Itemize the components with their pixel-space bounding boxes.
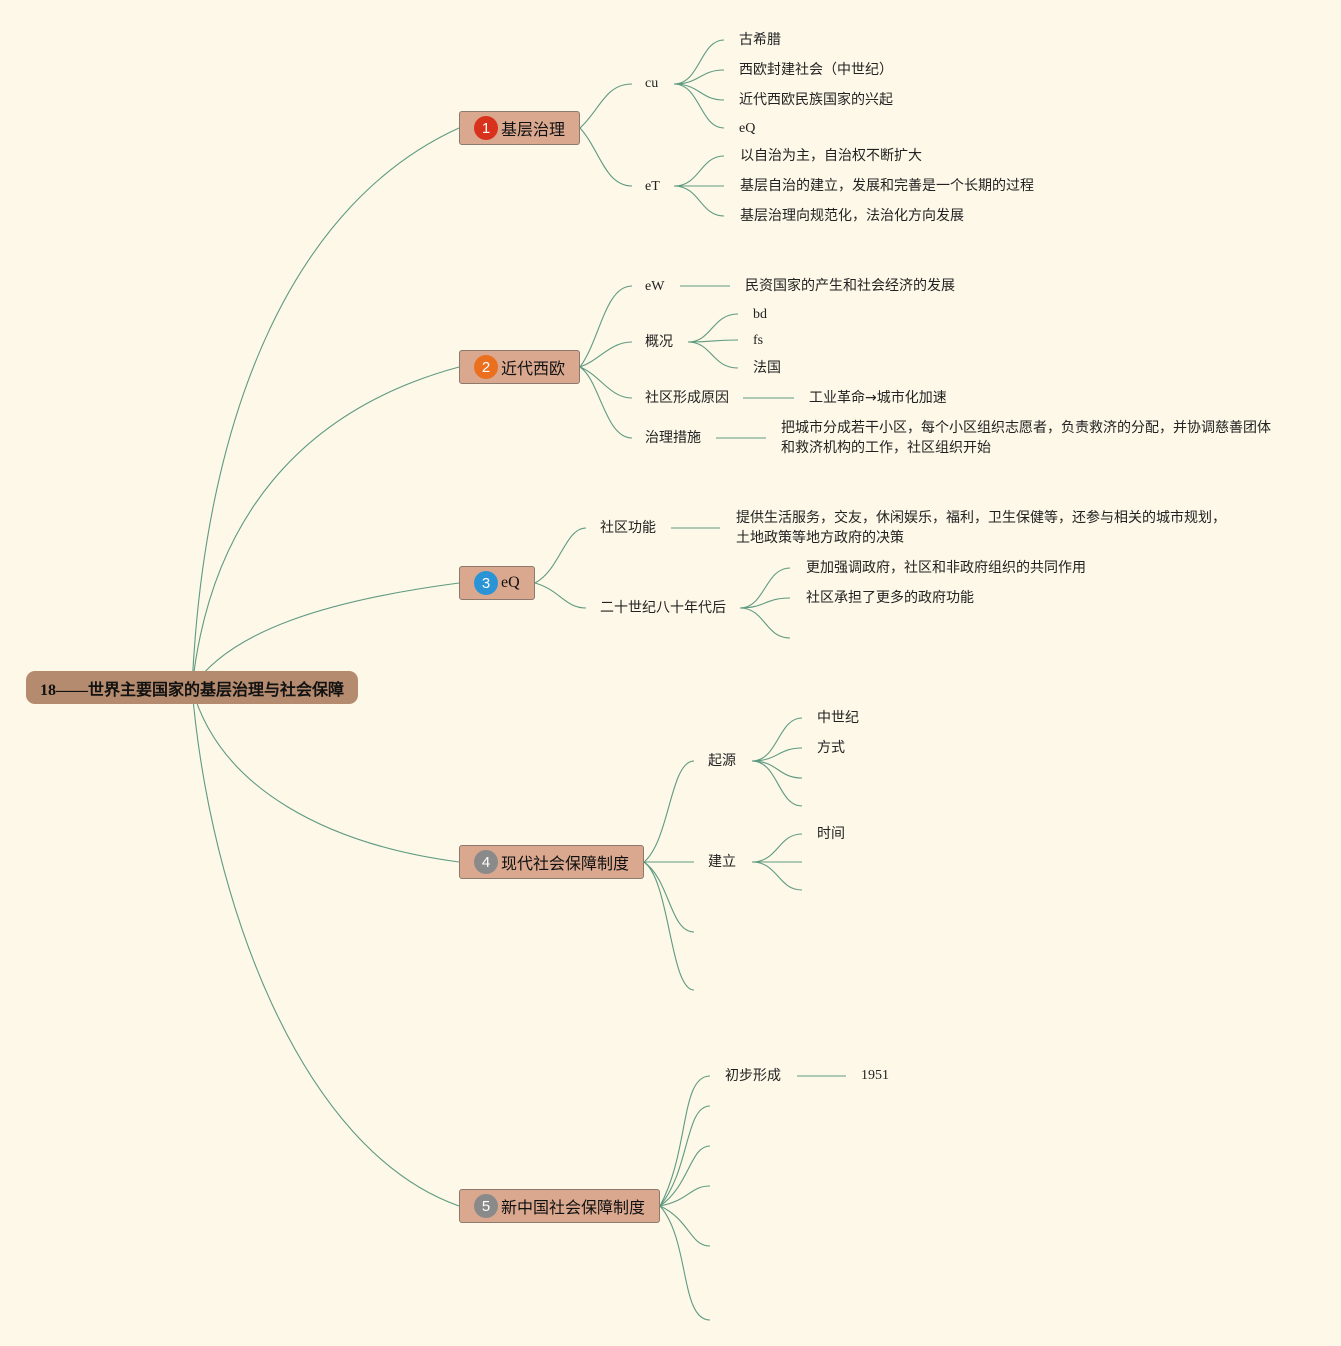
leaf-topic[interactable]: 以自治为主，自治权不断扩大	[740, 148, 922, 164]
subtopic-label[interactable]: 社区功能	[600, 520, 656, 536]
subtopic-label[interactable]: eT	[645, 179, 660, 194]
topic-title: 现代社会保障制度	[501, 854, 630, 873]
leaf-topic[interactable]: 民资国家的产生和社会经济的发展	[745, 278, 955, 294]
leaf-topic[interactable]: 近代西欧民族国家的兴起	[739, 92, 893, 108]
subtopic-label[interactable]: 概况	[645, 334, 673, 350]
subtopic-label[interactable]: eW	[645, 279, 665, 294]
leaf-topic[interactable]: 法国	[753, 360, 781, 376]
topic-modern-western-europe[interactable]: 2 近代西欧	[459, 350, 580, 384]
topic-modern-social-security[interactable]: 4 现代社会保障制度	[459, 845, 644, 879]
topic-title: 新中国社会保障制度	[501, 1198, 646, 1217]
topic-title: eQ	[501, 574, 520, 591]
leaf-topic[interactable]: fs	[753, 333, 764, 348]
priority-5-icon: 5	[474, 1194, 498, 1218]
leaf-topic[interactable]: 方式	[817, 740, 845, 756]
leaf-topic[interactable]: 基层治理向规范化，法治化方向发展	[740, 208, 964, 224]
root-title: 18——世界主要国家的基层治理与社会保障	[39, 681, 344, 699]
leaf-topic-line-1[interactable]: 把城市分成若干小区，每个小区组织志愿者，负责救济的分配，并协调慈善团体	[781, 420, 1271, 436]
priority-3-icon: 3	[474, 571, 498, 595]
subtopic-label[interactable]: cu	[645, 76, 659, 91]
leaf-topic[interactable]: 1951	[861, 1068, 889, 1083]
topic-title: 近代西欧	[501, 359, 566, 378]
topic-basic-governance[interactable]: 1 基层治理	[459, 111, 580, 145]
priority-1-icon: 1	[474, 116, 498, 140]
subtopic-label[interactable]: 社区形成原因	[645, 390, 729, 406]
leaf-topic[interactable]: 时间	[817, 826, 845, 842]
leaf-topic[interactable]: 中世纪	[817, 710, 859, 726]
leaf-topic[interactable]: 古希腊	[739, 32, 781, 48]
leaf-topic[interactable]: 更加强调政府，社区和非政府组织的共同作用	[806, 560, 1086, 576]
subtopic-label[interactable]: 治理措施	[645, 430, 701, 446]
subtopic-label[interactable]: 建立	[708, 854, 736, 870]
leaf-topic-line-2[interactable]: 土地政策等地方政府的决策	[736, 530, 904, 546]
leaf-topic[interactable]: bd	[753, 307, 767, 322]
topic-title: 基层治理	[501, 120, 566, 139]
topic-eq[interactable]: 3 eQ	[459, 566, 535, 600]
priority-2-icon: 2	[474, 355, 498, 379]
subtopic-label[interactable]: 起源	[708, 753, 736, 769]
leaf-topic[interactable]: 西欧封建社会（中世纪）	[739, 62, 893, 78]
leaf-topic[interactable]: eQ	[739, 121, 756, 136]
leaf-topic[interactable]: 工业革命→城市化加速	[809, 390, 947, 406]
subtopic-label[interactable]: 初步形成	[725, 1068, 781, 1084]
leaf-topic[interactable]: 基层自治的建立，发展和完善是一个长期的过程	[740, 178, 1034, 194]
priority-4-icon: 4	[474, 850, 498, 874]
subtopic-label[interactable]: 二十世纪八十年代后	[600, 600, 726, 616]
leaf-topic-line-2[interactable]: 和救济机构的工作，社区组织开始	[781, 440, 991, 456]
topic-new-china-social-security[interactable]: 5 新中国社会保障制度	[459, 1189, 660, 1223]
root-topic[interactable]: 18——世界主要国家的基层治理与社会保障	[26, 671, 358, 704]
leaf-topic-line-1[interactable]: 提供生活服务，交友，休闲娱乐，福利，卫生保健等，还参与相关的城市规划，	[736, 510, 1226, 526]
leaf-topic[interactable]: 社区承担了更多的政府功能	[806, 590, 974, 606]
